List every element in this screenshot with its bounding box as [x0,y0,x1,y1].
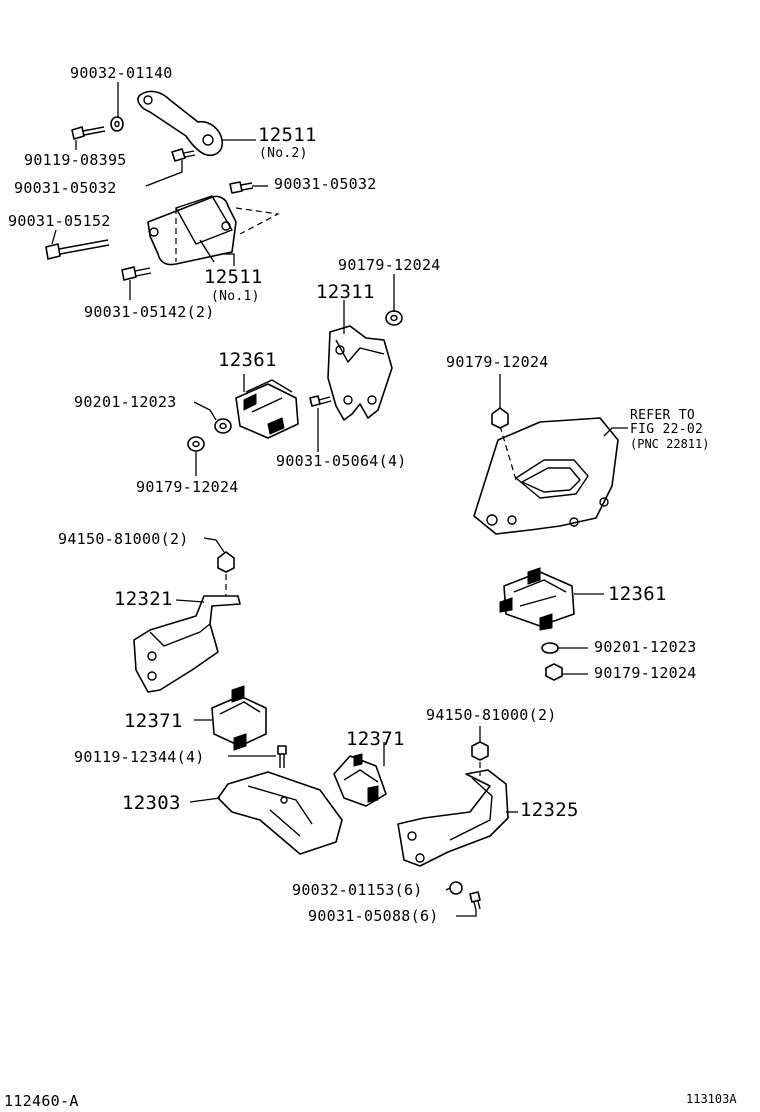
bolt-90119-08395 [71,126,106,140]
label-12311: 12311 [316,281,375,303]
label-90031-05032-b: 90031-05032 [274,175,377,193]
label-12511-no1: 12511 [204,266,263,288]
mount-12371-a [211,685,267,751]
bracket-12511-no1 [147,195,280,266]
diagram-code-left: 112460-A [4,1092,79,1110]
bracket-12321 [133,574,241,693]
label-90031-05064: 90031-05064(4) [276,452,407,470]
nut-90179-12024-d [545,663,563,681]
label-90031-05088: 90031-05088(6) [308,907,439,925]
washer-90032-01153 [449,881,463,895]
label-90032-01140: 90032-01140 [70,64,173,82]
label-90201-12023-b: 90201-12023 [594,638,697,656]
crossmember-refer [473,417,619,535]
mount-12361-b [499,567,575,631]
label-12511-no2: 12511 [258,124,317,146]
label-12511-no2-sub: (No.2) [259,146,308,161]
label-90179-12024-b: 90179-12024 [136,478,239,496]
label-12361-b: 12361 [608,583,667,605]
bracket-12511-no2 [137,90,224,156]
washer-90201-12023-a [214,418,232,434]
leader-lines [51,82,628,917]
bracket-12325 [397,762,509,867]
label-12511-no1-sub: (No.1) [211,289,260,304]
nut-90179-12024-b [187,436,205,452]
label-90031-05032-a: 90031-05032 [14,179,117,197]
label-90179-12024-a: 90179-12024 [338,256,441,274]
label-12371-b: 12371 [346,728,405,750]
plate-12303 [217,771,343,855]
label-90119-12344: 90119-12344(4) [74,748,205,766]
label-90031-05142: 90031-05142(2) [84,303,215,321]
diagram-code-right: 113103A [686,1092,737,1106]
label-90201-12023-a: 90201-12023 [74,393,177,411]
washer-90032-01140 [110,116,124,132]
nut-90179-12024-a [385,310,403,326]
bracket-12311 [327,325,393,421]
label-90179-12024-c: 90179-12024 [446,353,549,371]
label-94150-81000-b: 94150-81000(2) [426,706,557,724]
label-90031-05152: 90031-05152 [8,212,111,230]
nut-94150-81000-b [471,741,489,761]
nut-90179-12024-c [491,407,509,429]
bolt-90031-05064 [309,395,332,407]
nut-94150-81000-a [217,551,235,573]
label-90179-12024-d: 90179-12024 [594,664,697,682]
refer-line-2: FIG 22-02 [630,422,704,437]
washer-90201-12023-b [541,642,559,654]
label-90032-01153: 90032-01153(6) [292,881,423,899]
bolt-90031-05152 [45,239,110,260]
mount-12361-a [235,379,299,439]
bolt-90119-12344 [277,745,287,768]
label-12371-a: 12371 [124,710,183,732]
mount-12371-b [333,753,387,807]
bolt-90031-05142 [121,266,152,281]
label-12361-a: 12361 [218,349,277,371]
bolt-90031-05032-a [171,148,196,162]
bolt-90031-05088 [469,891,481,911]
refer-line-1: REFER TO [630,408,696,423]
bolt-90031-05032-b [229,181,254,194]
refer-line-3: (PNC 22811) [630,437,710,451]
label-12303: 12303 [122,792,181,814]
label-90119-08395: 90119-08395 [24,151,127,169]
label-12325: 12325 [520,799,579,821]
label-94150-81000-a: 94150-81000(2) [58,530,189,548]
label-12321: 12321 [114,588,173,610]
